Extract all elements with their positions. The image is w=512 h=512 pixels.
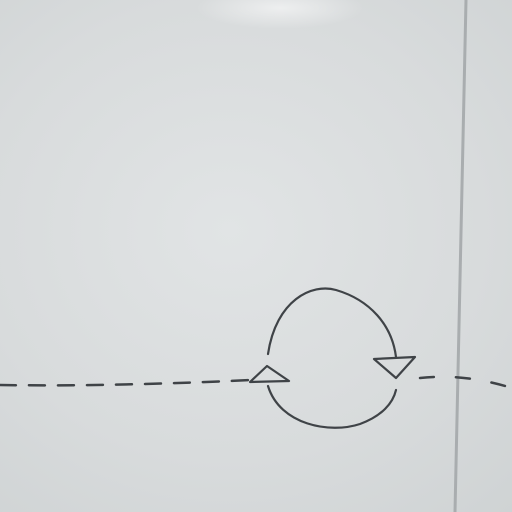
dashed-line-left bbox=[0, 378, 252, 387]
board-edge-line bbox=[453, 0, 468, 512]
upper-arc bbox=[266, 287, 398, 359]
dashed-line-right bbox=[418, 375, 512, 390]
left-triangle-marker bbox=[248, 364, 291, 384]
lower-arc bbox=[266, 384, 398, 429]
right-triangle-marker bbox=[372, 355, 417, 380]
